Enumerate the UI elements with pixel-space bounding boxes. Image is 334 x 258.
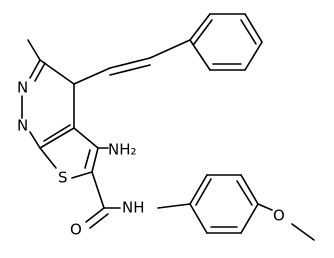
bond-c6-c5-double [84, 149, 91, 169]
bond-aryl-o [257, 203, 273, 211]
bond-ph-1 [189, 13, 211, 41]
bond-carbonyl-o-double [89, 213, 109, 229]
bond-c4-c3 [39, 59, 75, 85]
bond-ph-6 [189, 39, 211, 71]
bond-c6-c5 [91, 147, 99, 173]
atom-n2-label: N [17, 117, 28, 135]
bond-methyl [27, 39, 41, 61]
bond-c4-vinyl [73, 67, 111, 85]
bond-ar2-3-double [236, 180, 253, 206]
atom-nh2-label: NH₂ [108, 141, 137, 159]
bond-o-methyl [291, 223, 315, 241]
atom-n1-label: N [17, 79, 28, 97]
bond-ar2-1-double [195, 178, 212, 206]
bond-n-c7a [29, 131, 41, 149]
bond-ar2-1 [189, 174, 208, 205]
atom-nh-label: NH [122, 199, 145, 217]
bond-c6-carbonyl [91, 171, 105, 209]
bond-ar2-6 [189, 203, 208, 234]
bonds [21, 13, 315, 241]
bond-c7a-s [39, 147, 57, 169]
atom-labels: N N S NH₂ O NH O [17, 79, 285, 239]
bond-carbonyl-o [85, 207, 105, 223]
bond-ph-3 [244, 13, 263, 43]
bond-c7a-c3a-double [43, 124, 71, 142]
atom-methoxy-o-label: O [273, 207, 285, 225]
bond-c3-n [29, 59, 41, 79]
bond-vinyl-phenyl [149, 39, 191, 59]
bond-ph-4 [244, 41, 263, 71]
bond-vinyl-vinyl [109, 57, 151, 69]
bond-ph-3-double [240, 19, 257, 45]
bond-c3-n-double [34, 62, 46, 82]
bond-ph-1-double [193, 19, 213, 45]
bond-vinyl-vinyl-double [109, 64, 151, 76]
bond-c5-c3a [73, 127, 99, 149]
bond-ar2-3 [240, 174, 259, 205]
bond-c7a-c3a [39, 127, 75, 149]
bond-s-c6 [71, 171, 93, 179]
atom-carbonyl-o-label: O [70, 221, 82, 239]
bond-nh-aryl [157, 203, 191, 209]
atom-s-label: S [58, 169, 68, 187]
bond-ar2-4 [240, 203, 259, 234]
